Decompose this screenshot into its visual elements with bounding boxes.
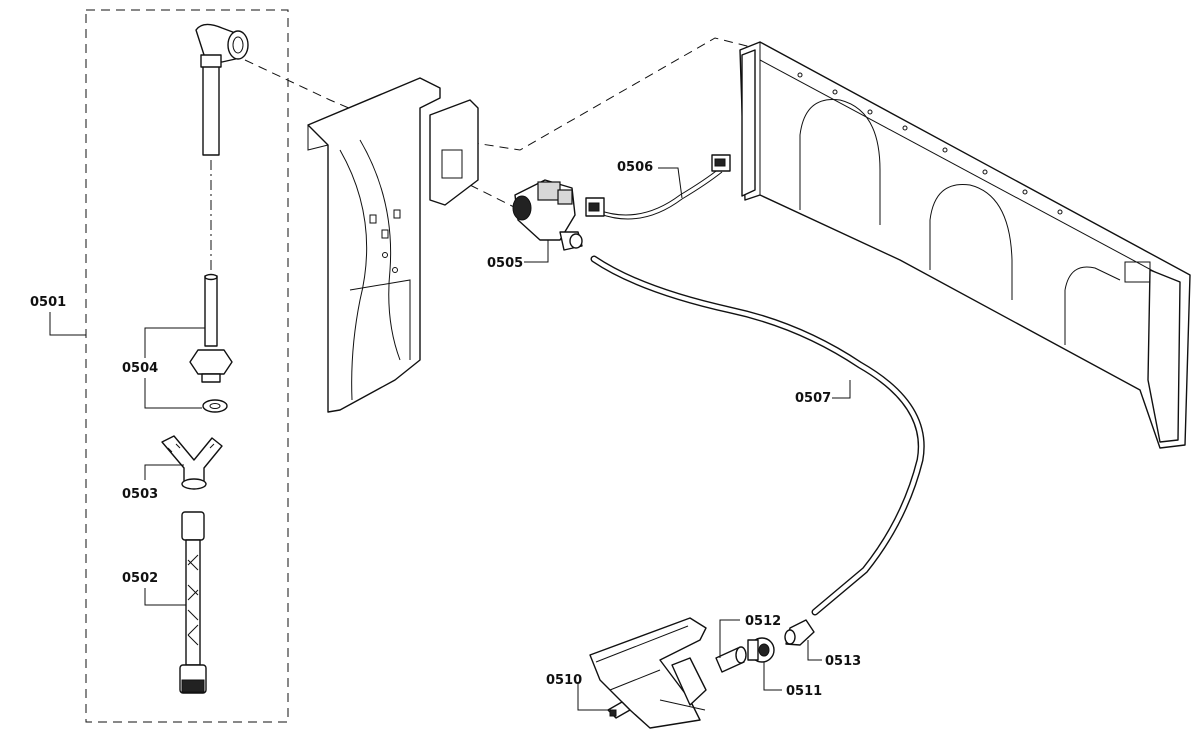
label-0501: 0501 xyxy=(30,295,66,310)
left-side-panel xyxy=(307,77,479,413)
part-0506-wire-harness xyxy=(585,154,731,220)
label-0511: 0511 xyxy=(786,684,822,699)
projection-line-valve xyxy=(469,184,521,211)
leader-0510 xyxy=(577,682,608,711)
leader-0511 xyxy=(763,662,782,691)
label-0506: 0506 xyxy=(617,160,653,175)
part-0505-inlet-valve xyxy=(512,179,583,251)
part-0502-braided-hose xyxy=(179,511,207,694)
leader-0504 xyxy=(144,327,205,409)
leader-0513 xyxy=(807,640,822,661)
part-0503-y-connector xyxy=(161,435,223,490)
part-0511-connector xyxy=(747,637,775,663)
leader-0512 xyxy=(719,619,740,658)
label-0510: 0510 xyxy=(546,673,582,688)
elbow-inlet-hose xyxy=(195,23,249,156)
projection-line-elbow xyxy=(244,59,406,133)
part-0513-elbow-fitting xyxy=(784,619,815,646)
leader-0506 xyxy=(658,167,683,199)
part-0510-small-fitting xyxy=(607,701,631,719)
part-0507-hose xyxy=(590,255,925,616)
leader-0505 xyxy=(524,240,549,263)
label-0505: 0505 xyxy=(487,256,523,271)
part-0504-hose-fitting xyxy=(189,273,233,413)
label-0507: 0507 xyxy=(795,391,831,406)
leader-0507 xyxy=(832,380,851,399)
part-0512-sleeve xyxy=(715,646,747,673)
label-0504: 0504 xyxy=(122,361,158,376)
label-0502: 0502 xyxy=(122,571,158,586)
bottom-housing xyxy=(589,617,707,729)
leader-0503 xyxy=(144,464,184,480)
leader-0501 xyxy=(49,312,86,336)
cabinet-frame xyxy=(739,41,1191,449)
label-0513: 0513 xyxy=(825,654,861,669)
leader-0502 xyxy=(144,588,186,606)
label-0512: 0512 xyxy=(745,614,781,629)
kit-boundary-box xyxy=(85,9,289,723)
projection-line-cabinet xyxy=(454,37,756,151)
label-0503: 0503 xyxy=(122,487,158,502)
